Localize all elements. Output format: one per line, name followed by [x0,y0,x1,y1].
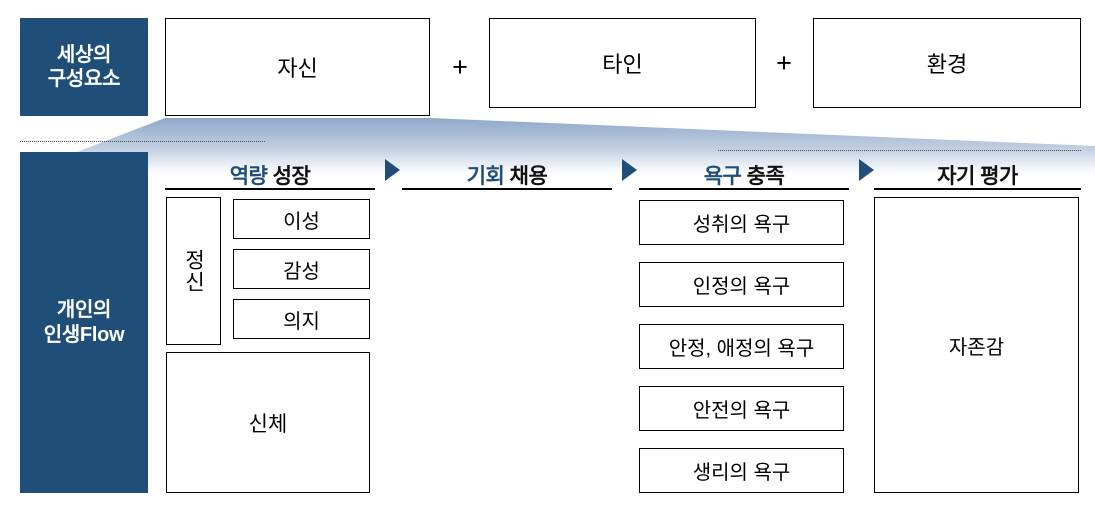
top-section-label-line1: 세상의 [56,43,112,66]
capability-item-reason-label: 이성 [283,210,320,233]
column-header-needs-fulfillment: 욕구 충족 [639,152,849,190]
section-divider-left [20,141,265,142]
column-header-rule-1 [165,188,375,190]
column-header-self-evaluation-word1: 자기 [937,165,975,189]
column-header-capability-growth-word1: 역량 [229,165,268,189]
arrow-1-icon [385,159,400,181]
capability-item-will-label: 의지 [283,310,320,333]
mind-side-label: 정신 [182,249,205,293]
column-header-capability-growth-word2: 성장 [272,165,311,189]
capability-item-body-label: 신체 [248,412,288,436]
need-item-stability-affection[interactable]: 안정, 애정의 욕구 [639,324,844,369]
column-header-rule-4 [874,188,1081,190]
arrow-2-icon [622,159,637,181]
top-section-label-line2: 구성요소 [47,68,121,90]
plus-separator-1: + [434,18,486,116]
bottom-section-label-line1: 개인의 [56,299,112,322]
column-header-rule-2 [402,188,612,190]
column-header-needs-fulfillment-text: 욕구 충족 [704,165,785,188]
bottom-section-label-line2: 인생Flow [43,323,125,346]
column-header-opportunity-hiring-word1: 기회 [466,165,505,189]
column-header-capability-growth: 역량 성장 [165,152,375,190]
plus-separator-1-label: + [452,51,468,82]
self-esteem-box[interactable]: 자존감 [874,197,1079,493]
need-item-recognition-label: 인정의 욕구 [692,276,791,298]
need-item-safety-label: 안전의 욕구 [692,400,791,422]
mind-side-label-box[interactable]: 정신 [166,197,221,345]
top-box-self[interactable]: 자신 [165,18,430,116]
top-box-others[interactable]: 타인 [489,18,756,108]
need-item-achievement[interactable]: 성취의 욕구 [639,200,844,245]
opportunity-column-body [402,197,612,493]
capability-item-body[interactable]: 신체 [166,352,370,493]
column-header-self-evaluation-word2: 평가 [980,165,1018,189]
column-header-needs-fulfillment-word2: 충족 [746,165,785,189]
column-header-opportunity-hiring-text: 기회 채용 [467,165,548,188]
column-header-opportunity-hiring-word2: 채용 [509,165,548,189]
need-item-recognition[interactable]: 인정의 욕구 [639,262,844,307]
need-item-stability-affection-label: 안정, 애정의 욕구 [668,338,815,360]
need-item-safety[interactable]: 안전의 욕구 [639,386,844,431]
capability-item-emotion[interactable]: 감성 [233,249,370,289]
top-box-others-label: 타인 [602,52,643,77]
self-esteem-label: 자존감 [948,336,1005,359]
column-header-self-evaluation: 자기 평가 [874,152,1081,190]
plus-separator-2: + [758,18,810,108]
plus-separator-2-label: + [776,47,792,78]
top-box-self-label: 자신 [277,56,318,81]
need-item-physiological-label: 생리의 욕구 [692,462,791,484]
column-header-capability-growth-text: 역량 성장 [230,165,311,188]
bottom-section-label: 개인의 인생Flow [20,152,148,493]
capability-item-reason[interactable]: 이성 [233,199,370,239]
column-header-needs-fulfillment-word1: 욕구 [703,165,742,189]
top-box-environment-label: 환경 [926,52,968,77]
column-header-self-evaluation-text: 자기 평가 [937,165,1018,188]
need-item-physiological[interactable]: 생리의 욕구 [639,448,844,493]
column-header-rule-3 [639,188,849,190]
capability-item-emotion-label: 감성 [283,260,320,283]
need-item-achievement-label: 성취의 욕구 [692,214,791,236]
arrow-3-icon [859,159,874,181]
section-divider-right [718,150,1081,151]
capability-item-will[interactable]: 의지 [233,299,370,339]
top-box-environment[interactable]: 환경 [813,18,1081,108]
column-header-opportunity-hiring: 기회 채용 [402,152,612,190]
top-section-label: 세상의 구성요소 [20,18,148,116]
